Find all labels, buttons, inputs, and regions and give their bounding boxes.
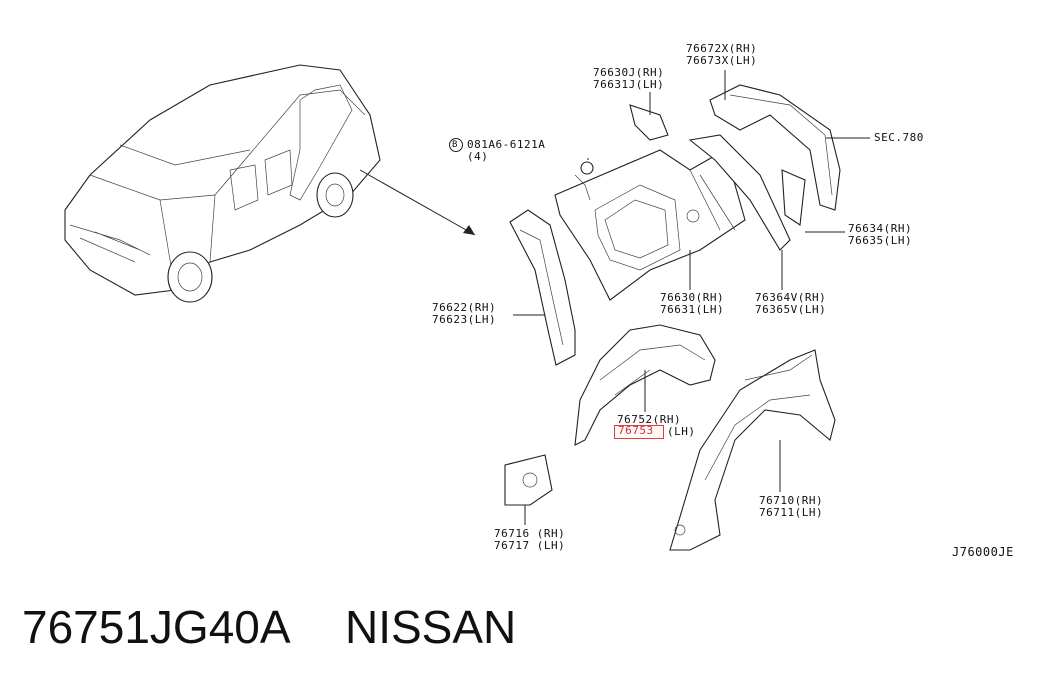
label-76710: 76710(RH)76711(LH): [759, 494, 824, 519]
diagram-code: J76000JE: [952, 545, 1014, 559]
pillar-assembly: [554, 149, 746, 301]
label-76364v: 76364V(RH)76365V(LH): [755, 291, 827, 316]
wheelhouse-outer-76710: [669, 349, 836, 551]
plate-76716: [504, 454, 553, 506]
car-illustration: [64, 64, 381, 303]
pointer-arrowhead: [463, 225, 475, 235]
bolt-symbol-icon: [449, 138, 463, 152]
bolt-symbol-letter: B: [452, 140, 458, 150]
piece-76634: [781, 169, 806, 226]
brand-name: NISSAN: [345, 601, 517, 653]
leader-lines: [513, 70, 870, 525]
label-76672x: 76672X(RH)76673X(LH): [686, 42, 758, 67]
label-76634: 76634(RH)76635(LH): [848, 222, 913, 247]
label-76622: 76622(RH)76623(LH): [432, 301, 497, 326]
label-sec780: SEC.780: [874, 131, 924, 144]
strip-76364v: [688, 134, 791, 251]
label-76716: 76716 (RH)76717 (LH): [494, 527, 566, 552]
pointer-arrow: [359, 169, 476, 236]
rail-76672x: [709, 84, 841, 211]
label-76630: 76630(RH)76631(LH): [660, 291, 725, 316]
label-bolt: 081A6-6121A(4): [467, 138, 546, 163]
highlight-76753: 76753: [614, 425, 664, 439]
pillar-76622: [509, 209, 576, 366]
wheelhouse-inner-76752: [574, 324, 716, 446]
label-76630j: 76630J(RH)76631J(LH): [593, 66, 665, 91]
bracket-76630j: [629, 104, 669, 141]
label-76752: 76752(RH)(LH): [617, 413, 696, 438]
part-number: 76751JG40A: [22, 601, 291, 653]
